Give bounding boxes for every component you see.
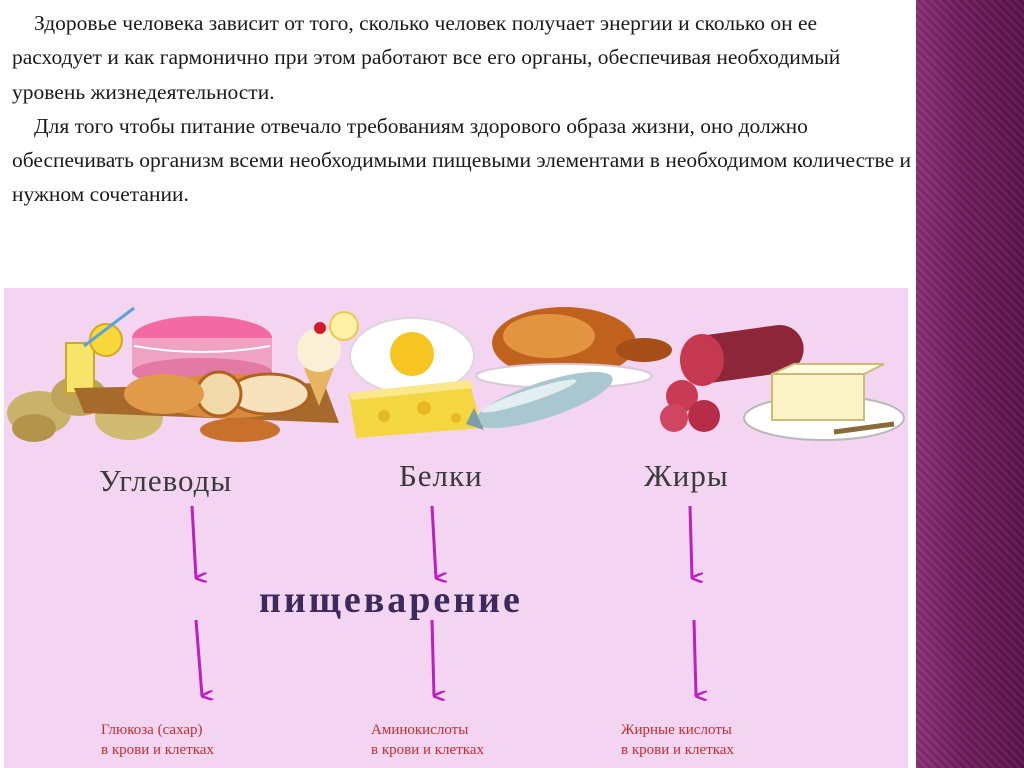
result-fatty-acids-line2: в крови и клетках (621, 742, 734, 758)
bread-image (74, 370, 339, 442)
arrows-layer (190, 505, 908, 768)
result-amino-acids-line2: в крови и клетках (371, 742, 484, 758)
result-glucose: Глюкоза (сахар) в крови и клетках (101, 720, 214, 760)
fried-egg-image (349, 317, 475, 395)
arrow-carb-1 (190, 505, 196, 578)
paragraph-1: Здоровье человека зависит от того, сколь… (12, 11, 841, 104)
text-block: Здоровье человека зависит от того, сколь… (12, 6, 912, 212)
food-illustration (7, 306, 905, 442)
arrow-carb-2 (194, 619, 202, 696)
butter-image (743, 363, 905, 441)
arrow-prot-2 (430, 619, 434, 696)
arrow-fat-1 (688, 505, 692, 578)
sausage-image (660, 324, 804, 432)
label-carbohydrates: Углеводы (99, 463, 233, 498)
cheese-image (349, 380, 482, 438)
arrow-prot-1 (430, 505, 436, 578)
result-glucose-line1: Глюкоза (сахар) (101, 722, 203, 738)
result-fatty-acids: Жирные кислоты в крови и клетках (621, 720, 734, 760)
result-fatty-acids-line1: Жирные кислоты (621, 722, 732, 738)
arrow-fat-2 (692, 619, 696, 696)
label-digestion: пищеварение (259, 579, 523, 621)
label-proteins: Белки (399, 458, 483, 493)
nutrition-diagram: Углеводы Белки Жиры пищеварение Глюкоза … (4, 288, 908, 768)
result-glucose-line2: в крови и клетках (101, 742, 214, 758)
label-fats: Жиры (644, 458, 729, 493)
result-amino-acids-line1: Аминокислоты (371, 722, 469, 738)
ice-cream-image (297, 311, 359, 406)
fish-image (466, 371, 613, 430)
lemonade-image (65, 306, 135, 394)
paragraph-2: Для того чтобы питание отвечало требован… (12, 113, 912, 207)
result-amino-acids: Аминокислоты в крови и клетках (371, 720, 484, 760)
decorative-side-bar (916, 0, 1024, 768)
